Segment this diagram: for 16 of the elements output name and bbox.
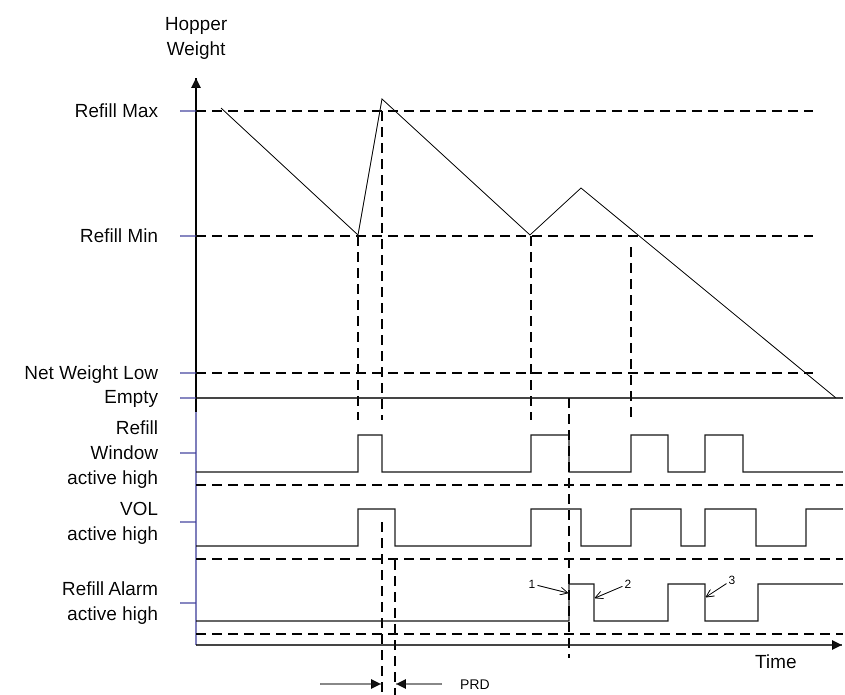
callout-number: 1: [528, 577, 536, 591]
leader-line: [537, 584, 568, 596]
leader-line: [594, 586, 623, 600]
level-label: Refill Min: [78, 224, 158, 248]
level-label: Refill Max: [74, 100, 158, 124]
axis-title: Hopper Weight: [164, 13, 228, 62]
signal-label: VOL active high: [66, 498, 158, 547]
axis-title: Time: [755, 651, 798, 675]
level-label: Empty: [103, 386, 158, 410]
callout-number: 2: [624, 577, 632, 591]
callout-number: 3: [728, 573, 736, 587]
leader-line: [706, 583, 727, 598]
signal-label: Refill Window active high: [66, 416, 158, 490]
dimension-label: PRD: [460, 676, 491, 692]
level-label: Net Weight Low: [23, 362, 158, 386]
signal-label: Refill Alarm active high: [60, 578, 158, 627]
